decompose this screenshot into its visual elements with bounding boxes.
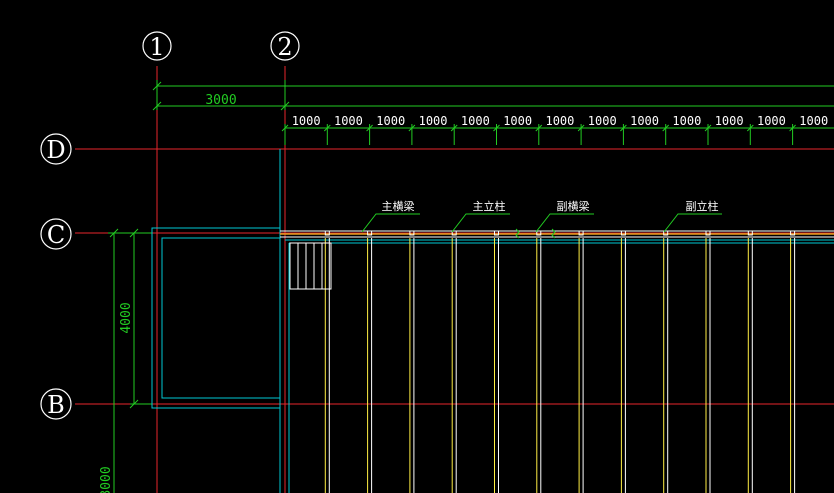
bay-dim-slash — [577, 124, 585, 132]
bay-dim-slash — [662, 124, 670, 132]
axis-bubble-1: 1 — [142, 31, 172, 61]
bay-dim-label: 1000 — [588, 114, 617, 128]
mullion-joint — [451, 230, 457, 236]
axis-bubble-b: B — [40, 388, 72, 420]
detail-box — [289, 242, 332, 290]
callout-secondary-post — [663, 213, 722, 233]
callout-main-beam — [361, 213, 420, 233]
bay-dim-slash — [408, 124, 416, 132]
mullion-joint — [663, 230, 669, 236]
axis-label-b: B — [47, 391, 65, 419]
bay-dim-slash — [789, 124, 796, 132]
bay-dim-label: 1000 — [419, 114, 448, 128]
bay-dim-slash — [281, 124, 289, 132]
bay-dimension-labels: 1000 1000 1000 1000 1000 1000 1000 1000 1000 1000… — [281, 114, 828, 145]
axis-bubble-c: C — [40, 218, 72, 250]
axis-label-d: D — [46, 136, 65, 164]
bay-dim-label: 1000 — [715, 114, 744, 128]
bay-dim-label: 1000 — [630, 114, 659, 128]
mullion-joint — [747, 230, 753, 236]
axis-label-c: C — [47, 221, 65, 249]
bay-dim-label: 1000 — [672, 114, 701, 128]
bay-dim-slash — [704, 124, 712, 132]
mullion-joint — [324, 230, 330, 236]
top-dimension-3000 — [152, 80, 834, 111]
beam-break-marks — [515, 228, 556, 239]
axis-bubble-d: D — [40, 133, 72, 165]
bay-dim-slash — [323, 124, 331, 132]
left-dimension-chain — [108, 228, 152, 493]
dim-4000-label: 4000 — [119, 302, 134, 333]
callout-main-post — [451, 213, 510, 233]
main-frame-outline — [285, 239, 834, 493]
bay-dim-label: 1000 — [503, 114, 532, 128]
mullion-joint — [705, 230, 711, 236]
mullion-joint — [409, 230, 415, 236]
label-secondary-post: 副立柱 — [686, 199, 719, 213]
bay-dim-label: 1000 — [334, 114, 363, 128]
label-secondary-beam: 副横梁 — [557, 199, 590, 213]
left-box-outline — [151, 149, 281, 493]
bay-dim-label: 1000 — [545, 114, 574, 128]
callout-secondary-beam — [535, 213, 594, 233]
bay-dim-slash — [450, 124, 458, 132]
label-main-beam: 主横梁 — [382, 199, 415, 213]
bay-dim-slash — [535, 124, 543, 132]
dim-3000-vertical-label: 3000 — [99, 466, 114, 493]
mullion-set — [324, 230, 796, 493]
axis-bubble-2: 2 — [270, 31, 300, 61]
mullion-joint — [494, 230, 499, 236]
mullion-joint — [536, 230, 542, 236]
bay-dim-label: 1000 — [461, 114, 490, 128]
mullion-joint — [578, 230, 584, 236]
axis-label-1: 1 — [149, 33, 164, 61]
bay-dim-label: 1000 — [292, 114, 321, 128]
main-beam — [280, 230, 834, 238]
bay-dim-label: 1000 — [757, 114, 786, 128]
mullion-joint — [367, 230, 373, 236]
bay-dim-label: 1000 — [376, 114, 405, 128]
bay-dim-slash — [620, 124, 627, 132]
dim-3000-label: 3000 — [205, 93, 236, 108]
label-main-post: 主立柱 — [473, 199, 506, 213]
bay-dim-label: 1000 — [799, 114, 828, 128]
axis-label-2: 2 — [277, 33, 292, 61]
bay-dim-slash — [493, 124, 500, 132]
bay-dim-slash — [366, 124, 373, 132]
bay-dim-slash — [746, 124, 754, 132]
mullion-joint — [620, 230, 626, 236]
mullion-joint — [790, 230, 796, 236]
